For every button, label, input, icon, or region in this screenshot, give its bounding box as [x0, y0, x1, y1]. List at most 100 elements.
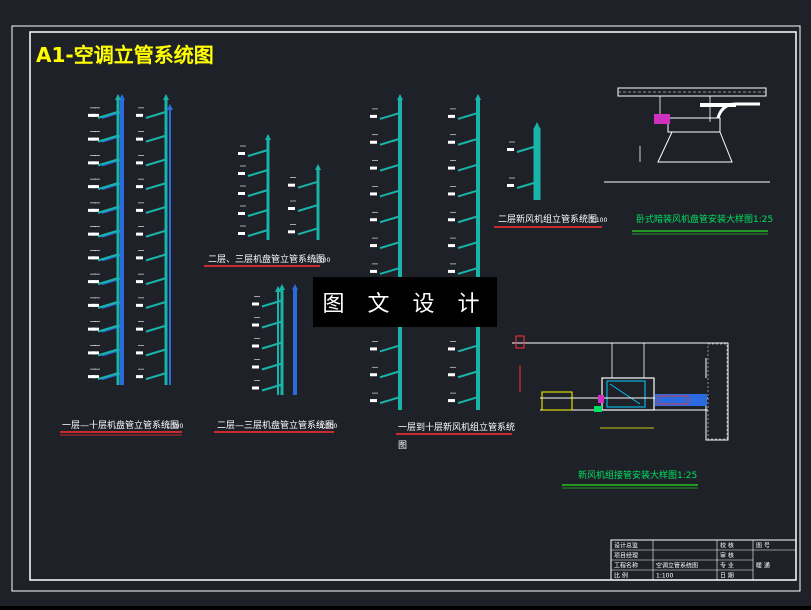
valve-mark — [136, 351, 143, 355]
branch-pipe — [145, 324, 167, 333]
branch-pipe — [145, 253, 167, 262]
valve-mark — [252, 344, 259, 348]
valve-mark — [88, 208, 95, 212]
valve-mark — [92, 375, 99, 379]
valve-mark — [136, 208, 143, 212]
valve-mark — [136, 303, 143, 307]
branch-pipe — [97, 253, 119, 262]
supply-valve-magenta — [654, 114, 670, 124]
valve-mark — [92, 303, 99, 307]
wall-section — [705, 342, 729, 441]
title-block-cell: 暖 通 — [756, 562, 770, 570]
branch-pipe — [297, 180, 319, 189]
branch-pipe — [457, 215, 479, 224]
valve-mark — [507, 148, 514, 151]
branch-pipe — [516, 181, 538, 189]
valve-mark — [448, 269, 455, 273]
riser-top-arrow — [275, 286, 281, 292]
valve-mark — [238, 192, 245, 195]
branch-pipe — [97, 229, 119, 238]
branch-pipe — [379, 344, 401, 353]
valve-mark — [92, 137, 99, 141]
branch-pipe — [379, 266, 401, 275]
valve-mark — [88, 256, 95, 260]
branch-pipe — [97, 300, 119, 309]
valve-mark — [88, 280, 95, 284]
title-block-cell: 专 业 — [720, 562, 734, 570]
valve-mark — [88, 185, 95, 189]
branch-pipe — [145, 300, 167, 309]
valve-mark — [370, 269, 377, 273]
fresh-air-unit-detail: 新风机组接管安装大样图1:25 — [512, 335, 729, 489]
valve-mark — [370, 399, 377, 403]
valve-mark — [92, 327, 99, 331]
valve-mark — [92, 280, 99, 284]
caption-fresh-air-1-10-tail: 图 — [398, 440, 407, 451]
branch-pipe — [297, 204, 319, 212]
wall-hatch — [707, 343, 728, 440]
branch-pipe — [247, 209, 269, 217]
branch-pipe — [297, 227, 319, 236]
branch-pipe — [97, 182, 119, 191]
valve-mark — [370, 140, 377, 144]
valve-mark — [238, 172, 245, 175]
branch-pipe — [516, 145, 538, 153]
branch-pipe — [247, 189, 269, 197]
riser-top-arrow — [534, 122, 540, 128]
branch-pipe — [457, 189, 479, 198]
inner-frame — [29, 31, 797, 581]
caption-fresh-air-detail: 新风机组接管安装大样图1:25 — [578, 469, 697, 481]
caption-riser-1-10-scale: 1:100 — [166, 423, 183, 430]
valve-mark — [288, 207, 295, 210]
valve-mark — [448, 347, 455, 351]
branch-pipe — [145, 110, 167, 119]
return-duct — [716, 102, 760, 119]
wall-marker — [515, 335, 525, 349]
branch-pipe — [457, 266, 479, 275]
valve-mark — [252, 365, 259, 369]
branch-pipe — [379, 189, 401, 198]
valve-mark — [448, 399, 455, 403]
supply-valve — [598, 395, 604, 403]
silencer — [541, 391, 573, 411]
branch-pipe — [145, 182, 167, 191]
outlet-duct-blue — [655, 394, 707, 406]
title-block-cell: 校 核 — [720, 542, 734, 550]
branch-pipe — [457, 241, 479, 250]
branch-pipe — [97, 348, 119, 357]
branch-pipe — [247, 169, 269, 177]
riser-top-arrow — [279, 284, 285, 290]
riser-diagrams — [88, 94, 541, 410]
coil-diagonal — [609, 383, 641, 405]
valve-mark — [136, 327, 143, 331]
branch-pipe — [145, 158, 167, 167]
riser-top-arrow — [265, 134, 271, 140]
riser-top-arrow — [475, 94, 481, 100]
branch-pipe — [379, 163, 401, 172]
riser-top-arrow — [292, 284, 298, 290]
branch-pipe — [379, 137, 401, 146]
title-block-cell: 工程名称 — [614, 562, 638, 570]
valve-mark — [92, 256, 99, 260]
valve-mark — [448, 192, 455, 196]
branch-pipe — [97, 324, 119, 333]
riser-top-arrow — [119, 94, 125, 100]
valve-mark — [370, 347, 377, 351]
branch-pipe — [457, 111, 479, 120]
branch-pipe — [457, 396, 479, 405]
valve-mark — [136, 232, 143, 236]
branch-pipe — [97, 110, 119, 119]
watermark: 图 文 设 计 — [313, 277, 497, 327]
caption-riser-2-3-a: 二层、三层机盘管立管系统图 — [208, 253, 325, 265]
branch-pipe — [379, 396, 401, 405]
branch-pipe — [379, 370, 401, 379]
branch-pipe — [247, 229, 269, 237]
fan-coil-detail: 卧式暗装风机盘管安装大样图1:25 — [604, 87, 773, 235]
fresh-air-box — [601, 377, 655, 411]
title-block-cell: 1:100 — [656, 573, 673, 580]
branch-pipe — [379, 241, 401, 250]
branch-pipe — [379, 215, 401, 224]
riser-top-arrow — [163, 94, 169, 100]
return-valve — [594, 406, 602, 412]
